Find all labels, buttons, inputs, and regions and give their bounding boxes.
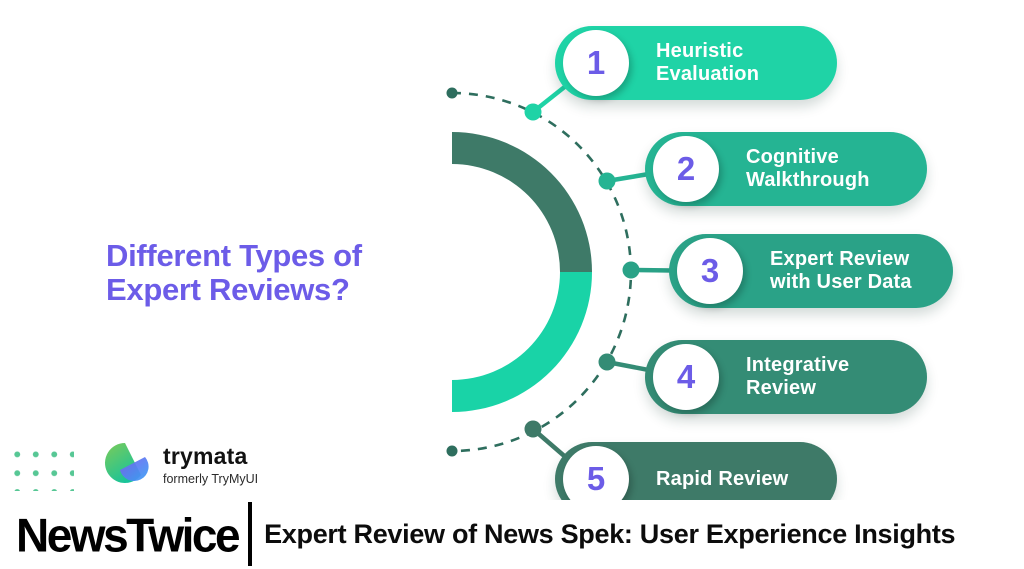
step-number-circle-2: 2 (653, 136, 719, 202)
node-dot-4 (598, 353, 616, 371)
trymata-tagline: formerly TryMyUI (163, 472, 259, 486)
arc-end-dot-bottom (446, 445, 458, 457)
step-pill-2: 2 Cognitive Walkthrough (645, 132, 927, 206)
page-title: Different Types of Expert Reviews? (106, 239, 362, 307)
step-number-2: 2 (676, 150, 696, 187)
arc-end-dot-top (446, 87, 458, 99)
ring-bottom-segment (452, 272, 592, 412)
page-title-line1: Different Types of (106, 238, 362, 273)
page-title-line2: Expert Reviews? (106, 272, 350, 307)
step-number-circle-4: 4 (653, 344, 719, 410)
trymata-wordmark: trymata (163, 443, 248, 469)
trymata-leaf-icon (105, 443, 149, 483)
step-number-5: 5 (586, 460, 606, 497)
step-number-4: 4 (676, 358, 696, 395)
step-pill-4: 4 Integrative Review (645, 340, 927, 414)
step-number-circle-3: 3 (677, 238, 743, 304)
banner-headline: Expert Review of News Spek: User Experie… (264, 519, 956, 549)
node-dot-2 (598, 172, 616, 190)
step-label-4: Integrative Review (746, 354, 850, 399)
step-label-1: Heuristic Evaluation (656, 40, 760, 85)
banner-divider (248, 502, 253, 566)
step-label-2: Cognitive Walkthrough (746, 146, 870, 191)
step-pill-1: 1 Heuristic Evaluation (555, 26, 837, 100)
step-label-5: Rapid Review (656, 467, 789, 490)
step-number-circle-1: 1 (563, 30, 629, 96)
bottom-banner: NewsTwice Expert Review of News Spek: Us… (0, 500, 1024, 569)
step-number-1: 1 (586, 44, 606, 81)
newstwice-logo: NewsTwice (16, 507, 241, 562)
node-dot-1 (524, 103, 542, 121)
node-dot-5 (524, 420, 542, 438)
dot-grid-pattern (4, 439, 74, 491)
step-label-3: Expert Review with User Data (770, 248, 912, 293)
step-number-3: 3 (700, 252, 720, 289)
trymata-logo: trymata formerly TryMyUI (103, 442, 258, 488)
step-pill-3: 3 Expert Review with User Data (669, 234, 953, 308)
ring-top-segment (452, 132, 592, 272)
node-dot-3 (622, 261, 640, 279)
